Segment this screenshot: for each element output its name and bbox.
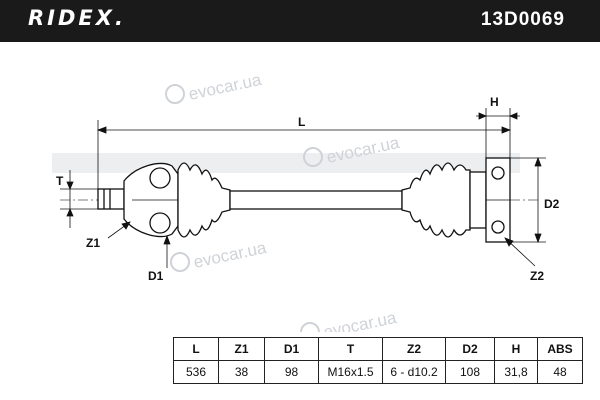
watermark-logo-icon: [165, 84, 185, 104]
dimension-l-label: L: [298, 115, 305, 129]
spec-header-cell: L: [173, 337, 219, 361]
spec-header-cell: D2: [445, 337, 495, 361]
spec-header-cell: ABS: [537, 337, 583, 361]
dimension-t-label: T: [56, 174, 64, 188]
leader-z2: [504, 237, 536, 267]
leader-d1: [163, 234, 171, 268]
spec-value-cell: 98: [264, 360, 319, 384]
watermark-text: evocar.ua: [322, 308, 399, 332]
spec-table: L Z1 D1 T Z2 D2 H ABS 536 38 98 M16x1.5 …: [173, 337, 583, 384]
spec-header-cell: T: [318, 337, 383, 361]
dimension-d2-label: D2: [544, 197, 560, 211]
watermark-text: evocar.ua: [187, 70, 264, 104]
brand-logo: RIDEX.: [28, 6, 126, 30]
watermark-text: evocar.ua: [192, 238, 269, 272]
spec-value-cell: 48: [537, 360, 583, 384]
spec-value-cell: 536: [173, 360, 219, 384]
watermark-logo-icon: [300, 322, 320, 332]
part-number: 13D0069: [480, 9, 565, 30]
inner-cv-boot: [401, 162, 471, 238]
flange-bolt-hole: [491, 166, 505, 180]
drive-shaft-drawing: evocar.ua evocar.ua evocar.ua evocar.ua: [52, 70, 560, 332]
leader-z1: [107, 221, 131, 239]
drive-shaft: [97, 157, 511, 243]
spec-value-cell: 6 - d10.2: [382, 360, 446, 384]
dimension-h: [476, 108, 520, 158]
dimension-d1-label: D1: [148, 269, 164, 283]
spec-header-row: L Z1 D1 T Z2 D2 H ABS: [173, 337, 583, 361]
watermark-logo-icon: [170, 252, 190, 272]
flange-bolt-hole: [491, 220, 505, 234]
dimension-d2: [510, 156, 546, 244]
header-bar: RIDEX. 13D0069: [0, 0, 600, 42]
watermark-logo-icon: [303, 147, 323, 167]
spec-value-row: 536 38 98 M16x1.5 6 - d10.2 108 31,8 48: [173, 360, 583, 384]
spec-header-cell: D1: [264, 337, 319, 361]
dimension-l: [96, 120, 512, 189]
outer-joint-bearing: [149, 212, 171, 234]
spec-header-cell: Z1: [218, 337, 265, 361]
dimension-h-label: H: [490, 95, 499, 109]
spec-value-cell: 108: [445, 360, 495, 384]
outer-cv-boot: [177, 162, 231, 238]
main-shaft: [229, 190, 403, 210]
dimension-z1-label: Z1: [86, 236, 100, 250]
outer-joint-bearing: [149, 167, 171, 189]
threaded-stub: [97, 188, 125, 210]
spec-header-cell: H: [494, 337, 538, 361]
spec-value-cell: 38: [218, 360, 265, 384]
spec-header-cell: Z2: [382, 337, 446, 361]
dimension-t: [60, 170, 98, 228]
spec-value-cell: M16x1.5: [318, 360, 383, 384]
spec-value-cell: 31,8: [494, 360, 538, 384]
dimension-z2-label: Z2: [530, 269, 544, 283]
inner-joint-housing: [469, 171, 487, 229]
